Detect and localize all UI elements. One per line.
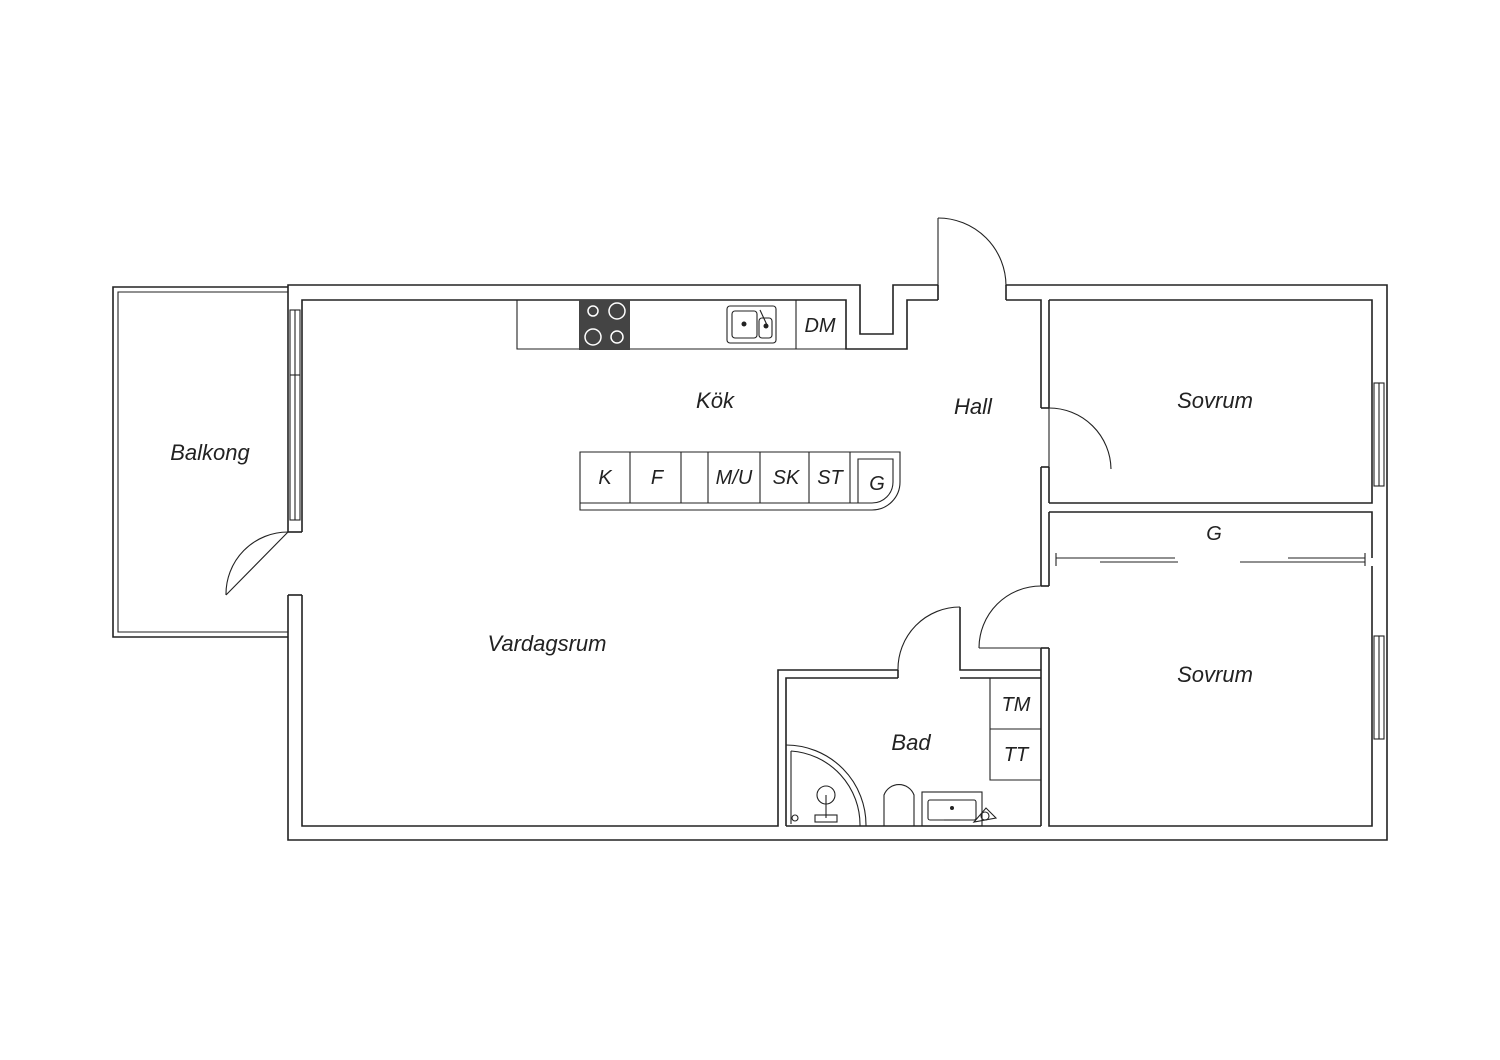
sink-icon bbox=[726, 305, 777, 344]
room-label-bad: Bad bbox=[891, 730, 931, 755]
room-label-hall: Hall bbox=[954, 394, 993, 419]
room-label-balkong: Balkong bbox=[170, 440, 250, 465]
fixture-label-tm: TM bbox=[1002, 694, 1031, 716]
drain-icon bbox=[972, 807, 998, 823]
fixture-label-mu: M/U bbox=[716, 467, 753, 489]
bathroom-fixtures bbox=[785, 678, 1041, 827]
shower-icon bbox=[785, 744, 867, 827]
fixture-label-st: ST bbox=[817, 467, 844, 489]
fixture-label-g-kitchen: G bbox=[869, 473, 885, 495]
fixture-label-tt: TT bbox=[1004, 744, 1030, 766]
room-label-sovrum-2: Sovrum bbox=[1177, 662, 1253, 687]
outer-walls bbox=[287, 284, 1388, 841]
fixture-label-sk: SK bbox=[773, 467, 801, 489]
fixture-label-k: K bbox=[598, 467, 613, 489]
windows bbox=[289, 309, 1385, 740]
fixture-label-dm: DM bbox=[804, 315, 835, 337]
stove-icon bbox=[579, 300, 630, 350]
room-label-sovrum-1: Sovrum bbox=[1177, 388, 1253, 413]
kitchen-island bbox=[579, 451, 901, 511]
room-label-vardagsrum: Vardagsrum bbox=[487, 631, 606, 656]
partition-walls bbox=[1040, 299, 1373, 827]
kitchen-counter bbox=[516, 300, 846, 350]
doors bbox=[225, 217, 1112, 671]
room-label-kok: Kök bbox=[696, 388, 735, 413]
fixture-label-f: F bbox=[651, 467, 665, 489]
fixture-label-g-closet: G bbox=[1206, 523, 1222, 545]
washbasin-icon bbox=[921, 791, 983, 827]
balcony bbox=[112, 286, 288, 638]
toilet-icon bbox=[883, 784, 915, 826]
